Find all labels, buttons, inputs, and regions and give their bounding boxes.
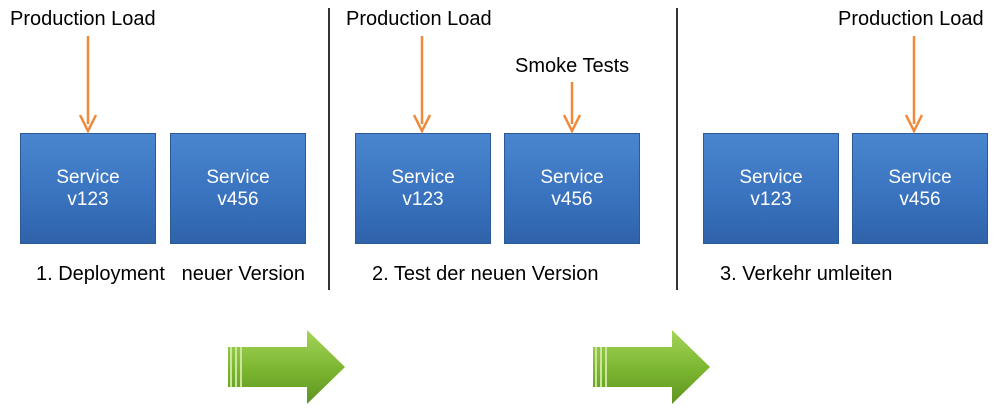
panel-2-service-v456: Service v456 <box>504 133 640 244</box>
service-name: Service <box>56 166 120 188</box>
panel-1-caption: 1. Deployment neuer Version <box>36 263 306 285</box>
panel-3-load-arrow <box>904 36 924 134</box>
panel-2-load-label: Production Load <box>346 8 492 30</box>
panel-1-load-label: Production Load <box>10 8 156 30</box>
service-name: Service <box>739 166 803 188</box>
panel-3-service-v456: Service v456 <box>852 133 988 244</box>
service-version: v123 <box>402 188 444 210</box>
service-version: v456 <box>551 188 593 210</box>
divider-1 <box>328 8 330 290</box>
service-version: v123 <box>67 188 109 210</box>
service-name: Service <box>540 166 604 188</box>
service-name: Service <box>888 166 952 188</box>
next-step-arrow-2 <box>593 330 710 404</box>
panel-2-service-v123: Service v123 <box>355 133 491 244</box>
service-version: v456 <box>217 188 259 210</box>
panel-2-caption: 2. Test der neuen Version <box>372 263 599 285</box>
panel-3-caption: 3. Verkehr umleiten <box>720 263 893 285</box>
next-step-arrow-1 <box>228 330 345 404</box>
panel-2-smoke-label: Smoke Tests <box>515 55 630 77</box>
panel-1-load-arrow <box>78 36 98 134</box>
service-version: v456 <box>899 188 941 210</box>
panel-1-service-v456: Service v456 <box>170 133 306 244</box>
service-name: Service <box>206 166 270 188</box>
service-version: v123 <box>750 188 792 210</box>
panel-3-load-label: Production Load <box>838 8 984 30</box>
panel-2-load-arrow <box>412 36 432 134</box>
panel-3-service-v123: Service v123 <box>703 133 839 244</box>
service-name: Service <box>391 166 455 188</box>
panel-2-smoke-arrow <box>562 82 582 134</box>
divider-2 <box>676 8 678 290</box>
